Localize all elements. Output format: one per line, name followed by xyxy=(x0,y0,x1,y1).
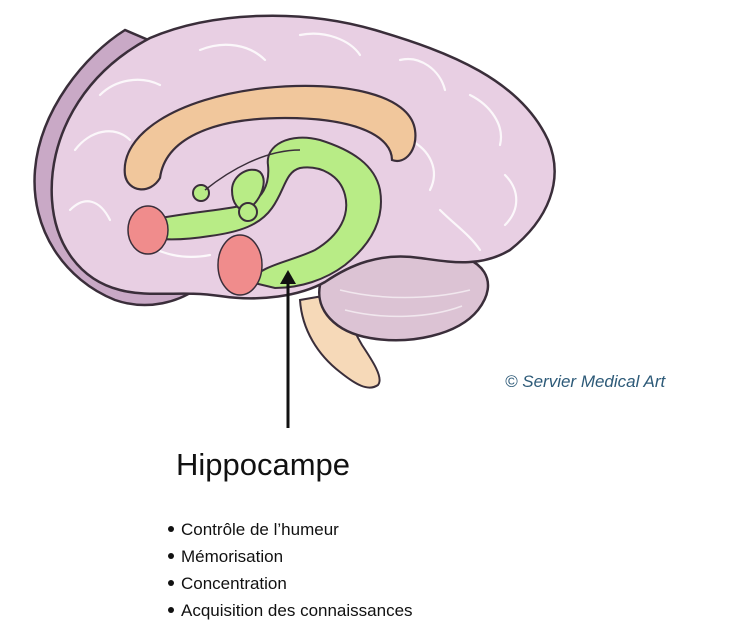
list-item-text: Concentration xyxy=(181,574,287,593)
list-item: Concentration xyxy=(168,570,413,597)
function-list: Contrôle de l’humeur Mémorisation Concen… xyxy=(168,516,413,624)
list-item: Contrôle de l’humeur xyxy=(168,516,413,543)
bullet-icon xyxy=(168,607,174,613)
amygdala-back xyxy=(218,235,262,295)
copyright-credit: © Servier Medical Art xyxy=(505,372,665,392)
amygdala-front xyxy=(128,206,168,254)
bullet-icon xyxy=(168,526,174,532)
structure-label: Hippocampe xyxy=(176,447,350,483)
bullet-icon xyxy=(168,580,174,586)
list-item: Acquisition des connaissances xyxy=(168,597,413,624)
list-item: Mémorisation xyxy=(168,543,413,570)
bullet-icon xyxy=(168,553,174,559)
list-item-text: Mémorisation xyxy=(181,547,283,566)
list-item-text: Contrôle de l’humeur xyxy=(181,520,339,539)
list-item-text: Acquisition des connaissances xyxy=(181,601,413,620)
